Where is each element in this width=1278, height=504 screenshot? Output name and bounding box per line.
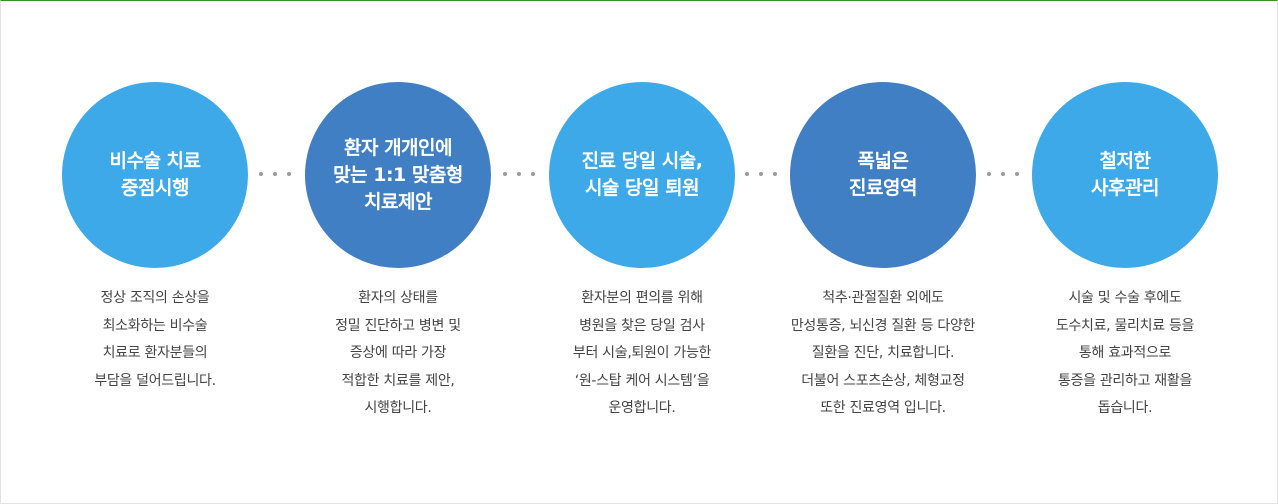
feature-desc-line: 운영합니다. [608,400,676,416]
separator-dots [987,172,1019,178]
feature-desc-line: 또한 진료영역 입니다. [820,400,946,416]
feature-desc-line: 치료로 환자분들의 [102,345,208,361]
dot-icon [259,172,263,176]
dot-icon [1001,172,1005,176]
feature-desc-line: 부터 시술,퇴원이 가능한 [572,345,712,361]
feature-desc-line: 시행합니다. [364,400,432,416]
feature-desc-line: 정상 조직의 손상을 [100,290,210,306]
feature-desc-line: 통해 효과적으로 [1078,345,1172,361]
feature-title-line: 시술 당일 퇴원 [584,177,700,199]
separator-dots [259,172,291,178]
dot-icon [287,172,291,176]
feature-item-custom-treatment: 환자 개개인에 맞는 1:1 맞춤형 치료제안 환자의 상태를 정밀 진단하고 … [278,82,518,423]
feature-title-line: 환자 개개인에 [344,136,453,159]
feature-item-wide-scope: 폭넓은 진료영역 척추·관절질환 외에도 만성통증, 뇌신경 질환 등 다양한 … [763,82,1003,423]
dot-icon [517,172,521,176]
dot-icon [273,172,277,176]
feature-desc-line: 부담을 덜어드립니다. [94,372,216,389]
dot-icon [745,172,749,176]
feature-desc-line: 증상에 따라 가장 [349,345,447,361]
feature-description: 척추·관절질환 외에도 만성통증, 뇌신경 질환 등 다양한 질환을 진단, 치… [763,285,1003,423]
dot-icon [1015,172,1019,176]
feature-desc-line: 적합한 치료를 제안, [341,372,455,389]
feature-desc-line: 병원을 찾은 당일 검사 [579,317,705,334]
feature-item-aftercare: 철저한 사후관리 시술 및 수술 후에도 도수치료, 물리치료 등을 통해 효과… [1005,82,1245,423]
feature-title-line: 폭넓은 [857,150,909,172]
feature-description: 정상 조직의 손상을 최소화하는 비수술 치료로 환자분들의 부담을 덜어드립니… [35,285,275,395]
dot-icon [759,172,763,176]
dot-icon [987,172,991,176]
feature-desc-line: 통증을 관리하고 재활을 [1057,372,1193,389]
feature-item-non-surgical: 비수술 치료 중점시행 정상 조직의 손상을 최소화하는 비수술 치료로 환자분… [35,82,275,395]
feature-desc-line: 더불어 스포츠손상, 체형교정 [801,372,965,389]
feature-circle: 환자 개개인에 맞는 1:1 맞춤형 치료제안 [305,82,491,268]
feature-circle: 폭넓은 진료영역 [790,82,976,268]
feature-item-same-day: 진료 당일 시술, 시술 당일 퇴원 환자분의 편의를 위해 병원을 찾은 당일… [522,82,762,423]
feature-title-line: 진료영역 [849,177,917,199]
feature-title-line: 진료 당일 시술, [581,150,703,172]
separator-dots [745,172,777,178]
feature-desc-line: 만성통증, 뇌신경 질환 등 다양한 [790,317,976,334]
dot-icon [773,172,777,176]
feature-desc-line: 시술 및 수술 후에도 [1068,290,1182,306]
feature-title-line: 치료제안 [364,190,432,213]
feature-description: 환자분의 편의를 위해 병원을 찾은 당일 검사 부터 시술,퇴원이 가능한 ‘… [522,285,762,423]
feature-circle: 철저한 사후관리 [1032,82,1218,268]
separator-dots [503,172,535,178]
feature-title-line: 철저한 [1099,150,1151,172]
feature-desc-line: 척추·관절질환 외에도 [822,290,944,306]
feature-desc-line: 질환을 진단, 치료합니다. [811,345,955,361]
dot-icon [531,172,535,176]
feature-desc-line: ‘원-스탑 케어 시스템’을 [574,372,710,389]
feature-description: 환자의 상태를 정밀 진단하고 병변 및 증상에 따라 가장 적합한 치료를 제… [278,285,518,423]
feature-desc-line: 돕습니다. [1097,400,1153,416]
feature-title-line: 사후관리 [1091,177,1159,199]
dot-icon [503,172,507,176]
feature-title-line: 중점시행 [121,177,189,199]
feature-desc-line: 정밀 진단하고 병변 및 [335,317,461,334]
feature-desc-line: 최소화하는 비수술 [102,317,208,334]
feature-description: 시술 및 수술 후에도 도수치료, 물리치료 등을 통해 효과적으로 통증을 관… [1005,285,1245,423]
feature-desc-line: 도수치료, 물리치료 등을 [1055,317,1195,334]
feature-desc-line: 환자분의 편의를 위해 [581,290,703,306]
feature-title-line: 맞는 1:1 맞춤형 [333,163,463,186]
feature-title-line: 비수술 치료 [109,150,201,172]
feature-circle: 비수술 치료 중점시행 [62,82,248,268]
feature-desc-line: 환자의 상태를 [358,290,438,306]
feature-circle: 진료 당일 시술, 시술 당일 퇴원 [549,82,735,268]
